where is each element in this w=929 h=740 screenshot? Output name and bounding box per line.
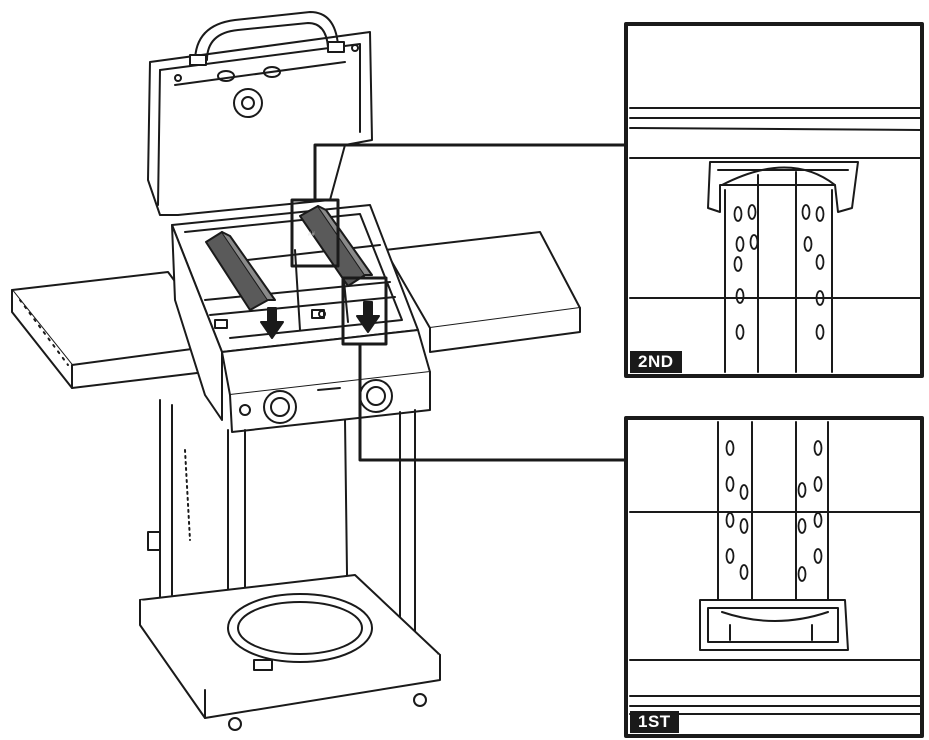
highlight-box-1st: [341, 276, 388, 346]
right-side-shelf: [384, 231, 581, 353]
svg-text:##: ##: [308, 232, 315, 238]
step-label-2nd: 2ND: [630, 351, 682, 373]
flame-tamer-left: [205, 231, 276, 311]
flame-tamer-right: ##: [299, 205, 373, 287]
grill-illustration: ##: [11, 11, 581, 731]
leader-line-1st: [358, 342, 628, 462]
step-label-1st: 1ST: [630, 711, 679, 733]
cart-base: [139, 574, 441, 731]
detail-panel-2nd: [624, 22, 924, 378]
detail-panel-1st: [624, 416, 924, 738]
grill-lid: [147, 31, 373, 216]
control-panel: [221, 329, 431, 433]
lid-handle: [189, 11, 345, 66]
down-arrow: [260, 307, 284, 339]
leader-line-2nd: [313, 143, 628, 202]
leader-lines: [313, 143, 628, 462]
down-arrow: [356, 301, 380, 333]
firebox-side-panel: [171, 224, 223, 421]
